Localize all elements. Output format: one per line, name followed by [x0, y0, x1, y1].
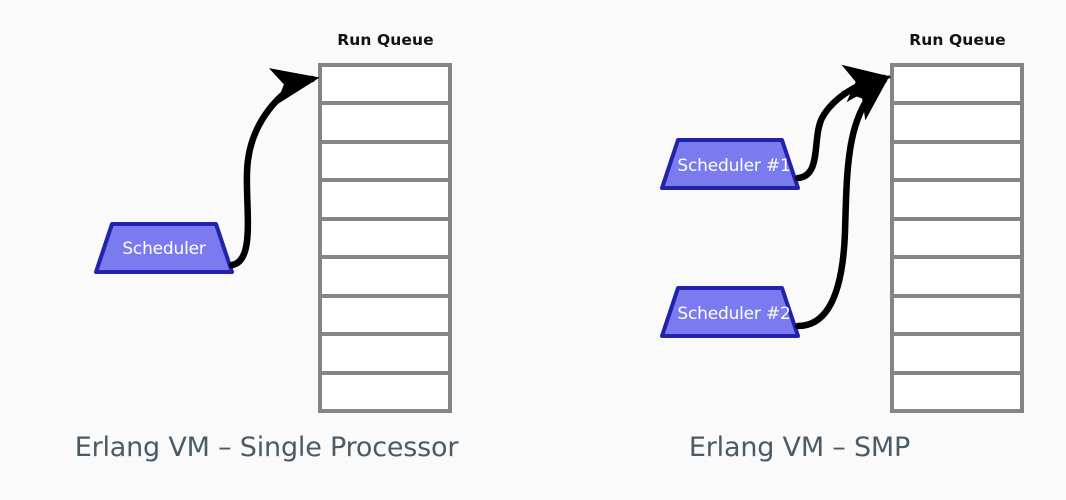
- panel-smp: Run Queue Scheduler #1 Scheduler #2 Erla…: [533, 0, 1066, 500]
- scheduler-trapezoid: [660, 138, 800, 190]
- panel-single-processor: Run Queue Scheduler Erlang VM – Single P…: [74, 31, 459, 463]
- queue-cell: [322, 259, 448, 298]
- queue-cell: [894, 297, 1020, 337]
- queue-cell: [894, 143, 1020, 183]
- queue-cell: [894, 259, 1020, 298]
- queue-cell: [322, 220, 448, 260]
- queue-cell: [322, 336, 448, 375]
- caption-smp: Erlang VM – SMP: [688, 432, 911, 463]
- run-queue-title-right: Run Queue: [909, 31, 1006, 49]
- caption-single-processor: Erlang VM – Single Processor: [74, 432, 459, 463]
- scheduler-shape-one: [660, 138, 800, 190]
- queue-cell: [322, 297, 448, 337]
- queue-cell: [322, 105, 448, 144]
- queue-cell: [894, 336, 1020, 375]
- scheduler-shape-single: [94, 222, 234, 274]
- queue-cell: [894, 220, 1020, 260]
- scheduler-trapezoid: [660, 286, 800, 338]
- queue-cell: [322, 143, 448, 183]
- queue-cell: [322, 67, 448, 106]
- run-queue-left: [318, 63, 452, 413]
- scheduler-shape-two: [660, 286, 800, 338]
- queue-cell: [322, 374, 448, 409]
- queue-cell: [894, 67, 1020, 106]
- queue-cell: [322, 182, 448, 221]
- scheduler-trapezoid: [94, 222, 234, 274]
- queue-cell: [894, 105, 1020, 144]
- queue-cell: [894, 182, 1020, 221]
- run-queue-right: [890, 63, 1024, 413]
- run-queue-title-left: Run Queue: [337, 31, 434, 49]
- queue-cell: [894, 374, 1020, 409]
